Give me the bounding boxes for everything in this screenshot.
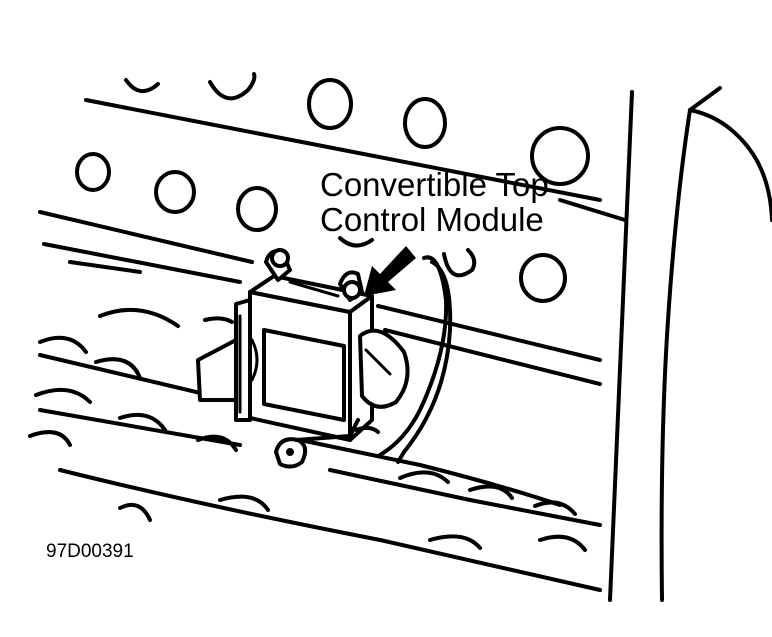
panel-hole [519, 253, 567, 303]
panel-hole [338, 236, 374, 248]
frame-right-top [688, 86, 722, 112]
rail-upper-2 [42, 242, 242, 284]
frame-lower-3 [298, 438, 562, 507]
rail-upper [38, 210, 254, 264]
callout-label-line2: Control Module [320, 201, 544, 238]
rail-mid [376, 304, 602, 362]
frame-right-bracket [558, 198, 627, 222]
panel-holes [75, 72, 590, 303]
panel-mark [68, 260, 142, 274]
callout-arrow [364, 246, 416, 296]
frame-right-outer [608, 90, 634, 602]
panel-mark [98, 307, 180, 328]
panel-hole [530, 126, 590, 186]
panel-hole [124, 78, 160, 93]
panel-hole [403, 97, 447, 149]
panel-mark [203, 316, 234, 324]
control-module [196, 248, 410, 469]
panel-hole [208, 72, 257, 101]
panel-hole [154, 170, 196, 214]
figure-number: 97D00391 [46, 541, 134, 562]
panel-top-edge [84, 98, 602, 202]
frame-lower-5 [58, 468, 602, 592]
frame-right-curve [688, 108, 772, 222]
frame-lower-4 [328, 468, 602, 527]
frame-right-inner [659, 108, 692, 602]
panel-hole [442, 248, 477, 278]
callout-label-line1: Convertible Top [320, 166, 549, 203]
scallops [28, 335, 587, 552]
panel-hole [307, 78, 353, 130]
wire-harness [396, 260, 453, 464]
panel-hole [75, 152, 111, 192]
rail-mid-2 [383, 328, 602, 386]
panel-hole [236, 186, 278, 232]
